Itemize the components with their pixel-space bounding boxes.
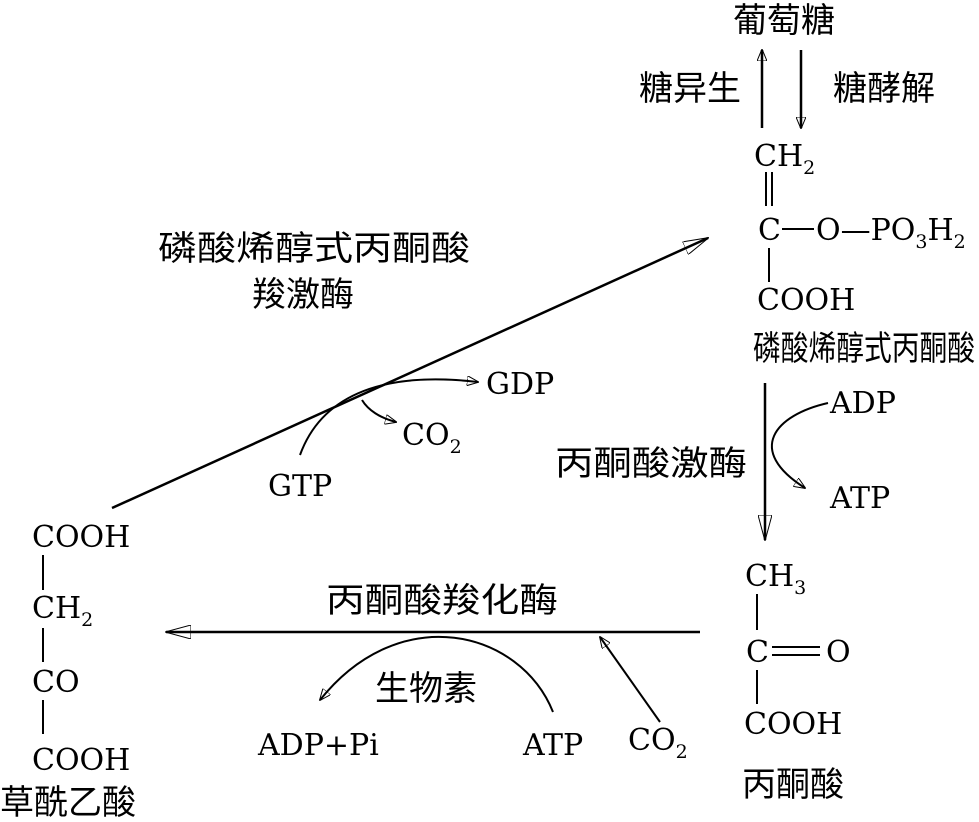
pc-adp-pi: ADP+Pi xyxy=(257,728,379,763)
atp-adp-curved-arrow xyxy=(320,636,554,713)
pep-phosphate-group: O—PO3H2 xyxy=(816,213,966,253)
pyruvate-carboxylase-label: 丙酮酸羧化酶 xyxy=(326,581,558,621)
oxaloacetate-co: CO xyxy=(32,665,80,700)
pyruvate-o: O xyxy=(826,635,851,670)
pc-atp: ATP xyxy=(522,728,583,763)
pyruvate-kinase-label: 丙酮酸激酶 xyxy=(555,444,747,484)
pepck-label-line1: 磷酸烯醇式丙酮酸 xyxy=(158,229,470,269)
pep-c: C xyxy=(758,213,781,248)
biotin-label: 生物素 xyxy=(375,669,477,709)
pepck-arrow xyxy=(111,238,708,510)
pc-co2: CO2 xyxy=(628,723,688,763)
co2-incoming-arrow xyxy=(600,637,661,723)
oxaloacetate-cooh-bottom: COOH xyxy=(32,743,130,778)
oxaloacetate-ch2: CH2 xyxy=(32,591,93,631)
pep-ch2: CH2 xyxy=(754,139,815,179)
pep-cooh: COOH xyxy=(757,283,855,318)
glycolysis-label: 糖酵解 xyxy=(833,69,935,109)
oxaloacetate-cooh-top: COOH xyxy=(32,520,130,555)
pk-adp: ADP xyxy=(829,386,896,421)
pk-atp: ATP xyxy=(829,481,890,516)
pepck-gdp: GDP xyxy=(486,367,554,402)
pyruvate-structure: CH3 C O COOH xyxy=(744,559,851,742)
pyruvate-name: 丙酮酸 xyxy=(742,765,844,805)
pyruvate-c: C xyxy=(746,635,769,670)
pyruvate-ch3: CH3 xyxy=(745,559,806,599)
glucose-label: 葡萄糖 xyxy=(733,1,835,41)
pep-structure: CH2 C O—PO3H2 COOH xyxy=(754,139,966,318)
pepck-gtp: GTP xyxy=(268,469,332,504)
oxaloacetate-name: 草酰乙酸 xyxy=(0,783,136,822)
gtp-gdp-curved-arrow xyxy=(299,379,478,456)
gluconeogenesis-label: 糖异生 xyxy=(639,69,741,109)
oxaloacetate-structure: COOH CH2 CO COOH xyxy=(32,520,130,778)
co2-release-arrow xyxy=(361,399,396,422)
pepck-co2: CO2 xyxy=(402,418,462,458)
adp-atp-curved-arrow xyxy=(771,402,829,488)
pepck-label-line2: 羧激酶 xyxy=(252,275,354,315)
pyruvate-cooh: COOH xyxy=(744,707,842,742)
pep-name: 磷酸烯醇式丙酮酸 xyxy=(753,329,975,369)
